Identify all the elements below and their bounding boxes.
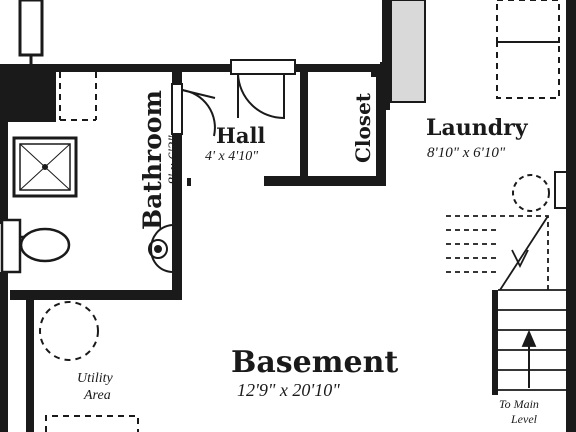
hall-dims: 4' x 4'10"	[205, 149, 259, 164]
wall-stair-side	[492, 290, 498, 395]
water-heater	[390, 0, 426, 103]
wall-bath-bottom	[10, 290, 182, 300]
utility-cabinet	[45, 415, 139, 432]
post-1	[187, 178, 191, 186]
wall-left-lower	[26, 300, 34, 432]
post-2	[380, 62, 386, 76]
bath-door-frame	[171, 83, 183, 135]
closet-door-leaf	[371, 65, 381, 77]
wall-bath-black-block	[8, 72, 56, 122]
basement-dims: 12'9" x 20'10"	[237, 380, 340, 400]
hall-door-swing	[237, 73, 285, 120]
laundry-window	[554, 171, 568, 209]
utility-name: Utility	[77, 371, 113, 386]
stairs	[446, 215, 566, 391]
bathroom-label-group: Bathroom 8' x 6'3"	[138, 80, 182, 240]
toilet	[0, 218, 71, 274]
wall-closet-right	[376, 64, 386, 186]
wall-left-bottom	[0, 272, 8, 432]
window-post	[18, 0, 44, 57]
laundry-drain	[512, 174, 550, 212]
laundry-dims: 8'10" x 6'10"	[427, 145, 506, 161]
closet-label-group: Closet 4'4" x 2'7"	[351, 78, 388, 178]
stairs-label-line1: To Main	[499, 397, 539, 411]
utility-area-word: Area	[84, 388, 111, 403]
stairs-label-line2: Level	[511, 412, 537, 426]
bath-cabinet	[59, 72, 97, 121]
wall-top-left-stub	[382, 0, 390, 110]
wall-closet-bottom	[300, 176, 386, 186]
wall-hall-bottom	[264, 176, 304, 186]
closet-name: Closet	[351, 92, 375, 164]
wall-top-hall	[292, 64, 382, 72]
wall-laundry-right	[566, 0, 576, 432]
shower	[12, 136, 78, 198]
bathroom-dims: 8' x 6'3"	[166, 135, 182, 185]
stair-diagonal	[499, 215, 549, 291]
laundry-name: Laundry	[426, 115, 528, 141]
stair-flight-upper	[446, 215, 549, 290]
doors	[171, 59, 381, 137]
bathroom-name: Bathroom	[138, 89, 167, 231]
bath-door-swing	[181, 89, 216, 137]
wall-bath-right	[172, 72, 182, 300]
closet-dims: 4'4" x 2'7"	[373, 100, 388, 156]
stair-flight-lower	[498, 289, 566, 391]
basement-name: Basement	[231, 345, 399, 380]
sink	[148, 224, 173, 273]
wall-left-top	[0, 64, 8, 224]
utility-circle	[39, 301, 99, 361]
wall-closet-left	[300, 72, 308, 186]
closet-door-frame	[230, 59, 296, 75]
hall-name: Hall	[216, 123, 266, 148]
laundry-machines	[496, 0, 560, 99]
wall-top-bath	[0, 64, 236, 72]
